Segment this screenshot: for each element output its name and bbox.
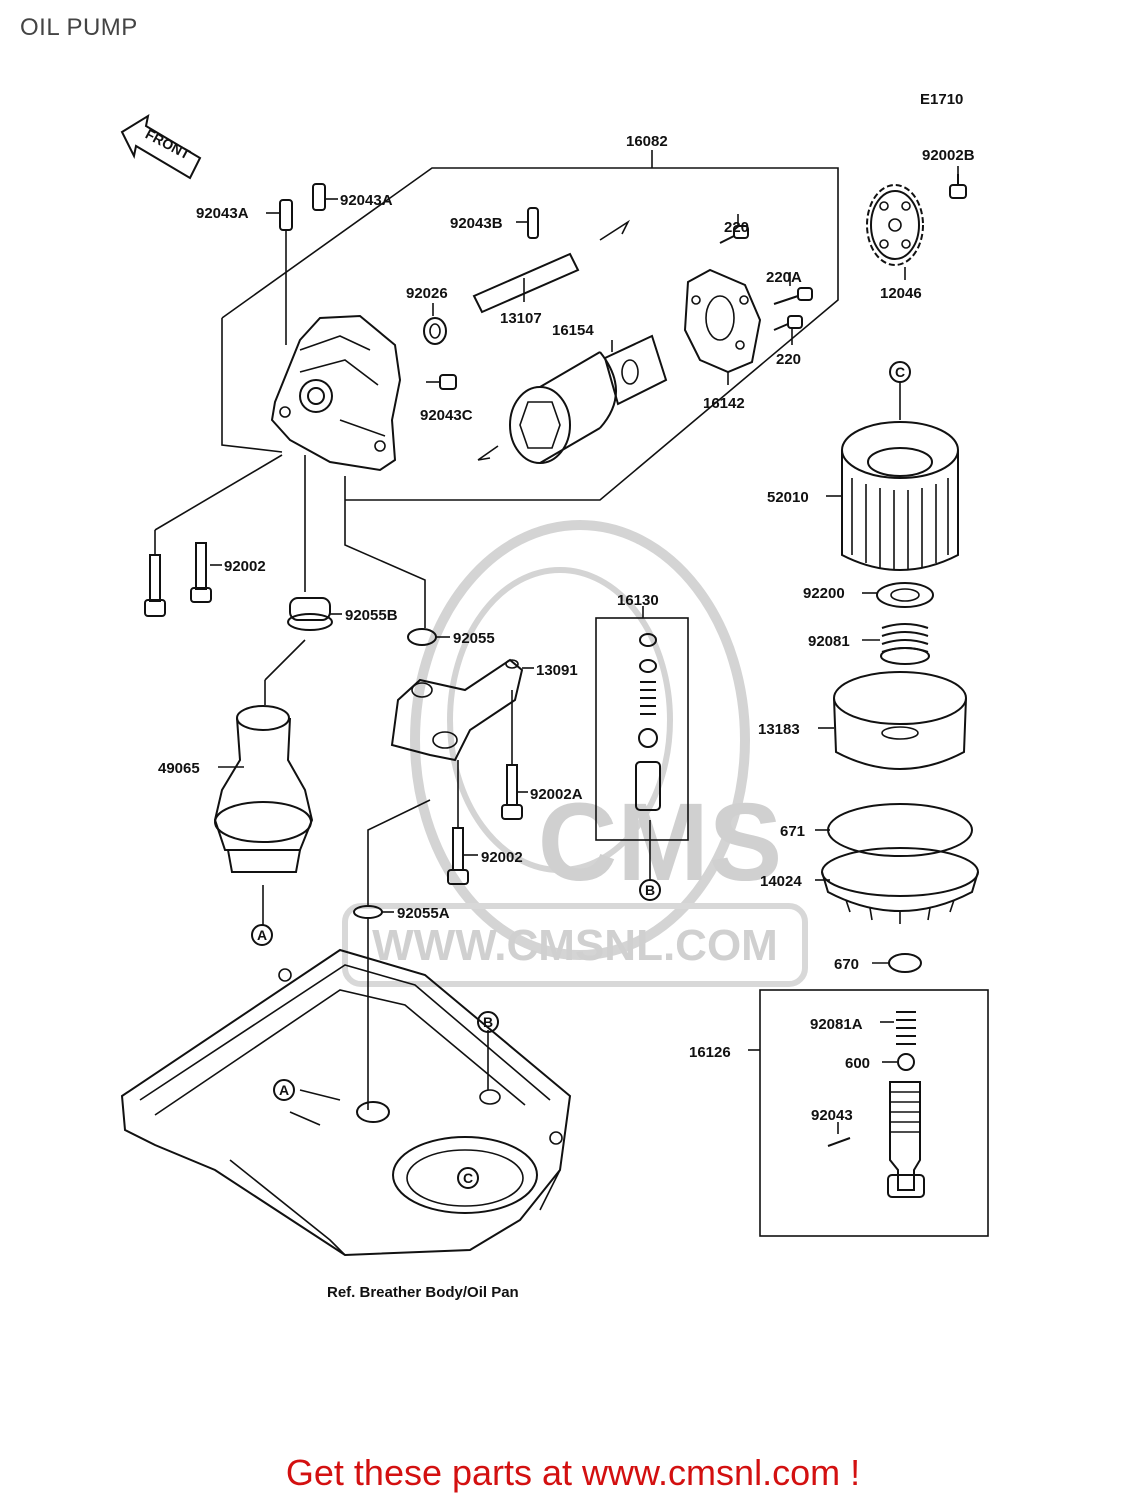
part-label-92081a: 92081A xyxy=(810,1016,863,1033)
bolt-92002a xyxy=(501,764,528,820)
part-label-13183: 13183 xyxy=(758,721,800,738)
part-label-92200: 92200 xyxy=(803,585,845,602)
part-label-92026: 92026 xyxy=(406,285,448,302)
sprocket-12046 xyxy=(866,184,924,280)
part-label-92081: 92081 xyxy=(808,633,850,650)
outer-rotor-16154 xyxy=(509,351,617,464)
pump-cover-16142 xyxy=(683,268,762,385)
dowel-pin-92043a-2 xyxy=(312,183,338,211)
front-arrow-icon: FRONT xyxy=(120,113,202,180)
diagram-code: E1710 xyxy=(920,91,963,108)
assembly-arrow-icon xyxy=(477,445,499,461)
oil-strainer-49065 xyxy=(213,705,314,925)
callout-a-strainer: A xyxy=(251,924,273,946)
svg-text:A: A xyxy=(279,1082,289,1098)
part-label-52010: 52010 xyxy=(767,489,809,506)
part-label-13107: 13107 xyxy=(500,310,542,327)
relief-arm-13091 xyxy=(390,658,534,765)
o-ring-92055a xyxy=(353,905,394,1110)
front-label: FRONT xyxy=(143,126,193,163)
bolt-92002b xyxy=(949,166,967,199)
part-label-600: 600 xyxy=(845,1055,870,1072)
bolt-92002-center xyxy=(447,760,478,885)
svg-text:B: B xyxy=(645,882,655,898)
bolt-220-2 xyxy=(773,315,803,345)
part-label-92043b: 92043B xyxy=(450,215,503,232)
part-label-13091: 13091 xyxy=(536,662,578,679)
part-label-12046: 12046 xyxy=(880,285,922,302)
part-label-92043c: 92043C xyxy=(420,407,473,424)
filter-52010 xyxy=(826,382,959,571)
inner-rotor xyxy=(603,334,668,406)
part-label-92043a-2: 92043A xyxy=(340,192,393,209)
pump-assembly-outline xyxy=(221,150,839,501)
part-label-220-1: 220 xyxy=(724,219,749,236)
spring-92081 xyxy=(862,623,930,665)
part-label-16082: 16082 xyxy=(626,133,668,150)
watermark: CMS WWW.CMSNL.COM xyxy=(342,520,808,987)
part-labels: 16082 92002B 92043A 92043A 92043B 220 22… xyxy=(158,133,975,1124)
pin-92043b xyxy=(516,207,539,239)
part-label-92002a: 92002A xyxy=(530,786,583,803)
svg-text:B: B xyxy=(483,1014,493,1030)
pump-shaft-13107 xyxy=(472,252,580,314)
part-label-92043: 92043 xyxy=(811,1107,853,1124)
seal-92026 xyxy=(423,303,447,345)
assembly-arrow-icon xyxy=(599,219,631,241)
part-label-220a: 220A xyxy=(766,269,802,286)
o-ring-671 xyxy=(815,803,973,857)
pump-body xyxy=(270,314,402,472)
dowel-pin-92043a-1 xyxy=(279,199,293,345)
washer-670 xyxy=(872,953,922,973)
part-label-92002b: 92002B xyxy=(922,147,975,164)
footer-link[interactable]: Get these parts at www.cmsnl.com ! xyxy=(285,1452,861,1493)
svg-text:A: A xyxy=(257,927,267,943)
callout-c-pan: C xyxy=(457,1167,479,1189)
callout-b-pan: B xyxy=(477,1011,499,1033)
page-title: OIL PUMP xyxy=(20,14,138,41)
part-label-92002-2: 92002 xyxy=(481,849,523,866)
watermark-text: WWW.CMSNL.COM xyxy=(372,921,778,970)
pin-92043c xyxy=(426,374,457,390)
ref-note: Ref. Breather Body/Oil Pan xyxy=(327,1284,519,1301)
part-label-16154: 16154 xyxy=(552,322,594,339)
part-label-16130: 16130 xyxy=(617,592,659,609)
part-label-220-2: 220 xyxy=(776,351,801,368)
bolt-220-1 xyxy=(719,214,749,244)
part-label-92055: 92055 xyxy=(453,630,495,647)
svg-text:C: C xyxy=(895,364,905,380)
o-ring-92055 xyxy=(407,628,450,646)
bypass-valve-16126 xyxy=(748,989,989,1237)
part-label-92043a-1: 92043A xyxy=(196,205,249,222)
cover-13183 xyxy=(818,671,967,770)
bolt-220a xyxy=(773,272,813,305)
part-label-92002-1: 92002 xyxy=(224,558,266,575)
ring-14024 xyxy=(815,847,979,924)
bolt-92002-left xyxy=(144,454,283,617)
callout-a-pan: A xyxy=(273,1079,295,1101)
part-label-16142: 16142 xyxy=(703,395,745,412)
washer-92200 xyxy=(862,582,934,608)
part-label-49065: 49065 xyxy=(158,760,200,777)
callout-b-valve: B xyxy=(639,879,661,901)
part-label-92055a: 92055A xyxy=(397,905,450,922)
part-label-16126: 16126 xyxy=(689,1044,731,1061)
seal-92055b xyxy=(264,597,342,705)
part-label-14024: 14024 xyxy=(760,873,802,890)
callout-c-filter: C xyxy=(889,361,911,383)
part-label-671: 671 xyxy=(780,823,805,840)
oil-pan xyxy=(120,948,572,1257)
part-label-670: 670 xyxy=(834,956,859,973)
relief-valve-16130 xyxy=(595,606,689,880)
svg-text:C: C xyxy=(463,1170,473,1186)
part-label-92055b: 92055B xyxy=(345,607,398,624)
